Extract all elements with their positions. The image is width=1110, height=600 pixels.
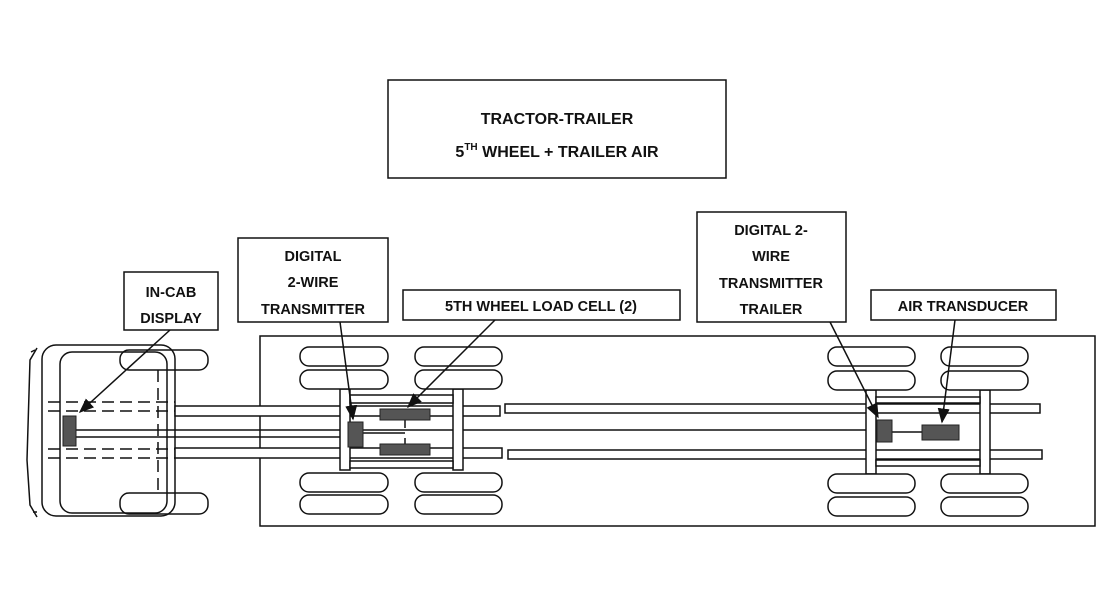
cab-inner — [59, 351, 168, 514]
svg-text:AIR TRANSDUCER: AIR TRANSDUCER — [898, 299, 1029, 315]
in-cab-display-unit — [62, 415, 77, 447]
title-line-2: 5TH WHEEL + TRAILER AIR — [455, 142, 659, 161]
arrow-air-transducer — [937, 319, 956, 424]
tractor-rail-top — [174, 405, 501, 417]
tractor-rear-axles — [299, 346, 503, 515]
leader-arrows — [78, 319, 956, 424]
svg-text:WIRE: WIRE — [752, 249, 790, 265]
tractor-rail-bottom — [174, 447, 503, 459]
front-wheel-top — [119, 349, 209, 371]
svg-text:DIGITAL: DIGITAL — [285, 249, 342, 265]
arrow-in-cab-display — [78, 329, 171, 414]
tractor-cab — [26, 344, 209, 518]
trailer-rail-bottom — [507, 449, 1043, 460]
trailer-rail-top — [504, 403, 1041, 414]
arrow-tractor-transmitter — [339, 321, 358, 421]
air-transducer-unit — [921, 424, 960, 441]
label-trailer-transmitter: DIGITAL 2- WIRE TRANSMITTER TRAILER — [696, 211, 847, 323]
label-tractor-transmitter: DIGITAL 2-WIRE TRANSMITTER — [237, 237, 389, 323]
load-cell-top — [379, 408, 431, 421]
arrow-trailer-transmitter — [829, 321, 879, 419]
trailer-transmitter-unit — [876, 419, 893, 443]
label-in-cab-display: IN-CAB DISPLAY — [123, 271, 219, 331]
trailer-outline — [259, 335, 1096, 527]
svg-text:TRANSMITTER: TRANSMITTER — [261, 302, 365, 318]
title-line-1: TRACTOR-TRAILER — [481, 111, 634, 128]
label-air-transducer: AIR TRANSDUCER — [870, 289, 1057, 321]
arrow-load-cell — [406, 319, 496, 409]
label-load-cell: 5TH WHEEL LOAD CELL (2) — [402, 289, 681, 321]
svg-text:DIGITAL 2-: DIGITAL 2- — [734, 223, 808, 239]
svg-text:DISPLAY: DISPLAY — [140, 311, 202, 327]
title-box: TRACTOR-TRAILER 5TH WHEEL + TRAILER AIR — [387, 79, 727, 179]
front-wheel-bottom — [119, 492, 209, 515]
front-bumper — [26, 347, 38, 518]
svg-text:TRAILER: TRAILER — [740, 302, 803, 318]
svg-text:IN-CAB: IN-CAB — [146, 285, 197, 301]
svg-text:TRANSMITTER: TRANSMITTER — [719, 276, 823, 292]
load-cell-bottom — [379, 443, 431, 456]
tractor-transmitter-unit — [347, 421, 364, 448]
svg-text:5TH WHEEL LOAD CELL (2): 5TH WHEEL LOAD CELL (2) — [445, 299, 637, 315]
svg-text:2-WIRE: 2-WIRE — [288, 275, 339, 291]
